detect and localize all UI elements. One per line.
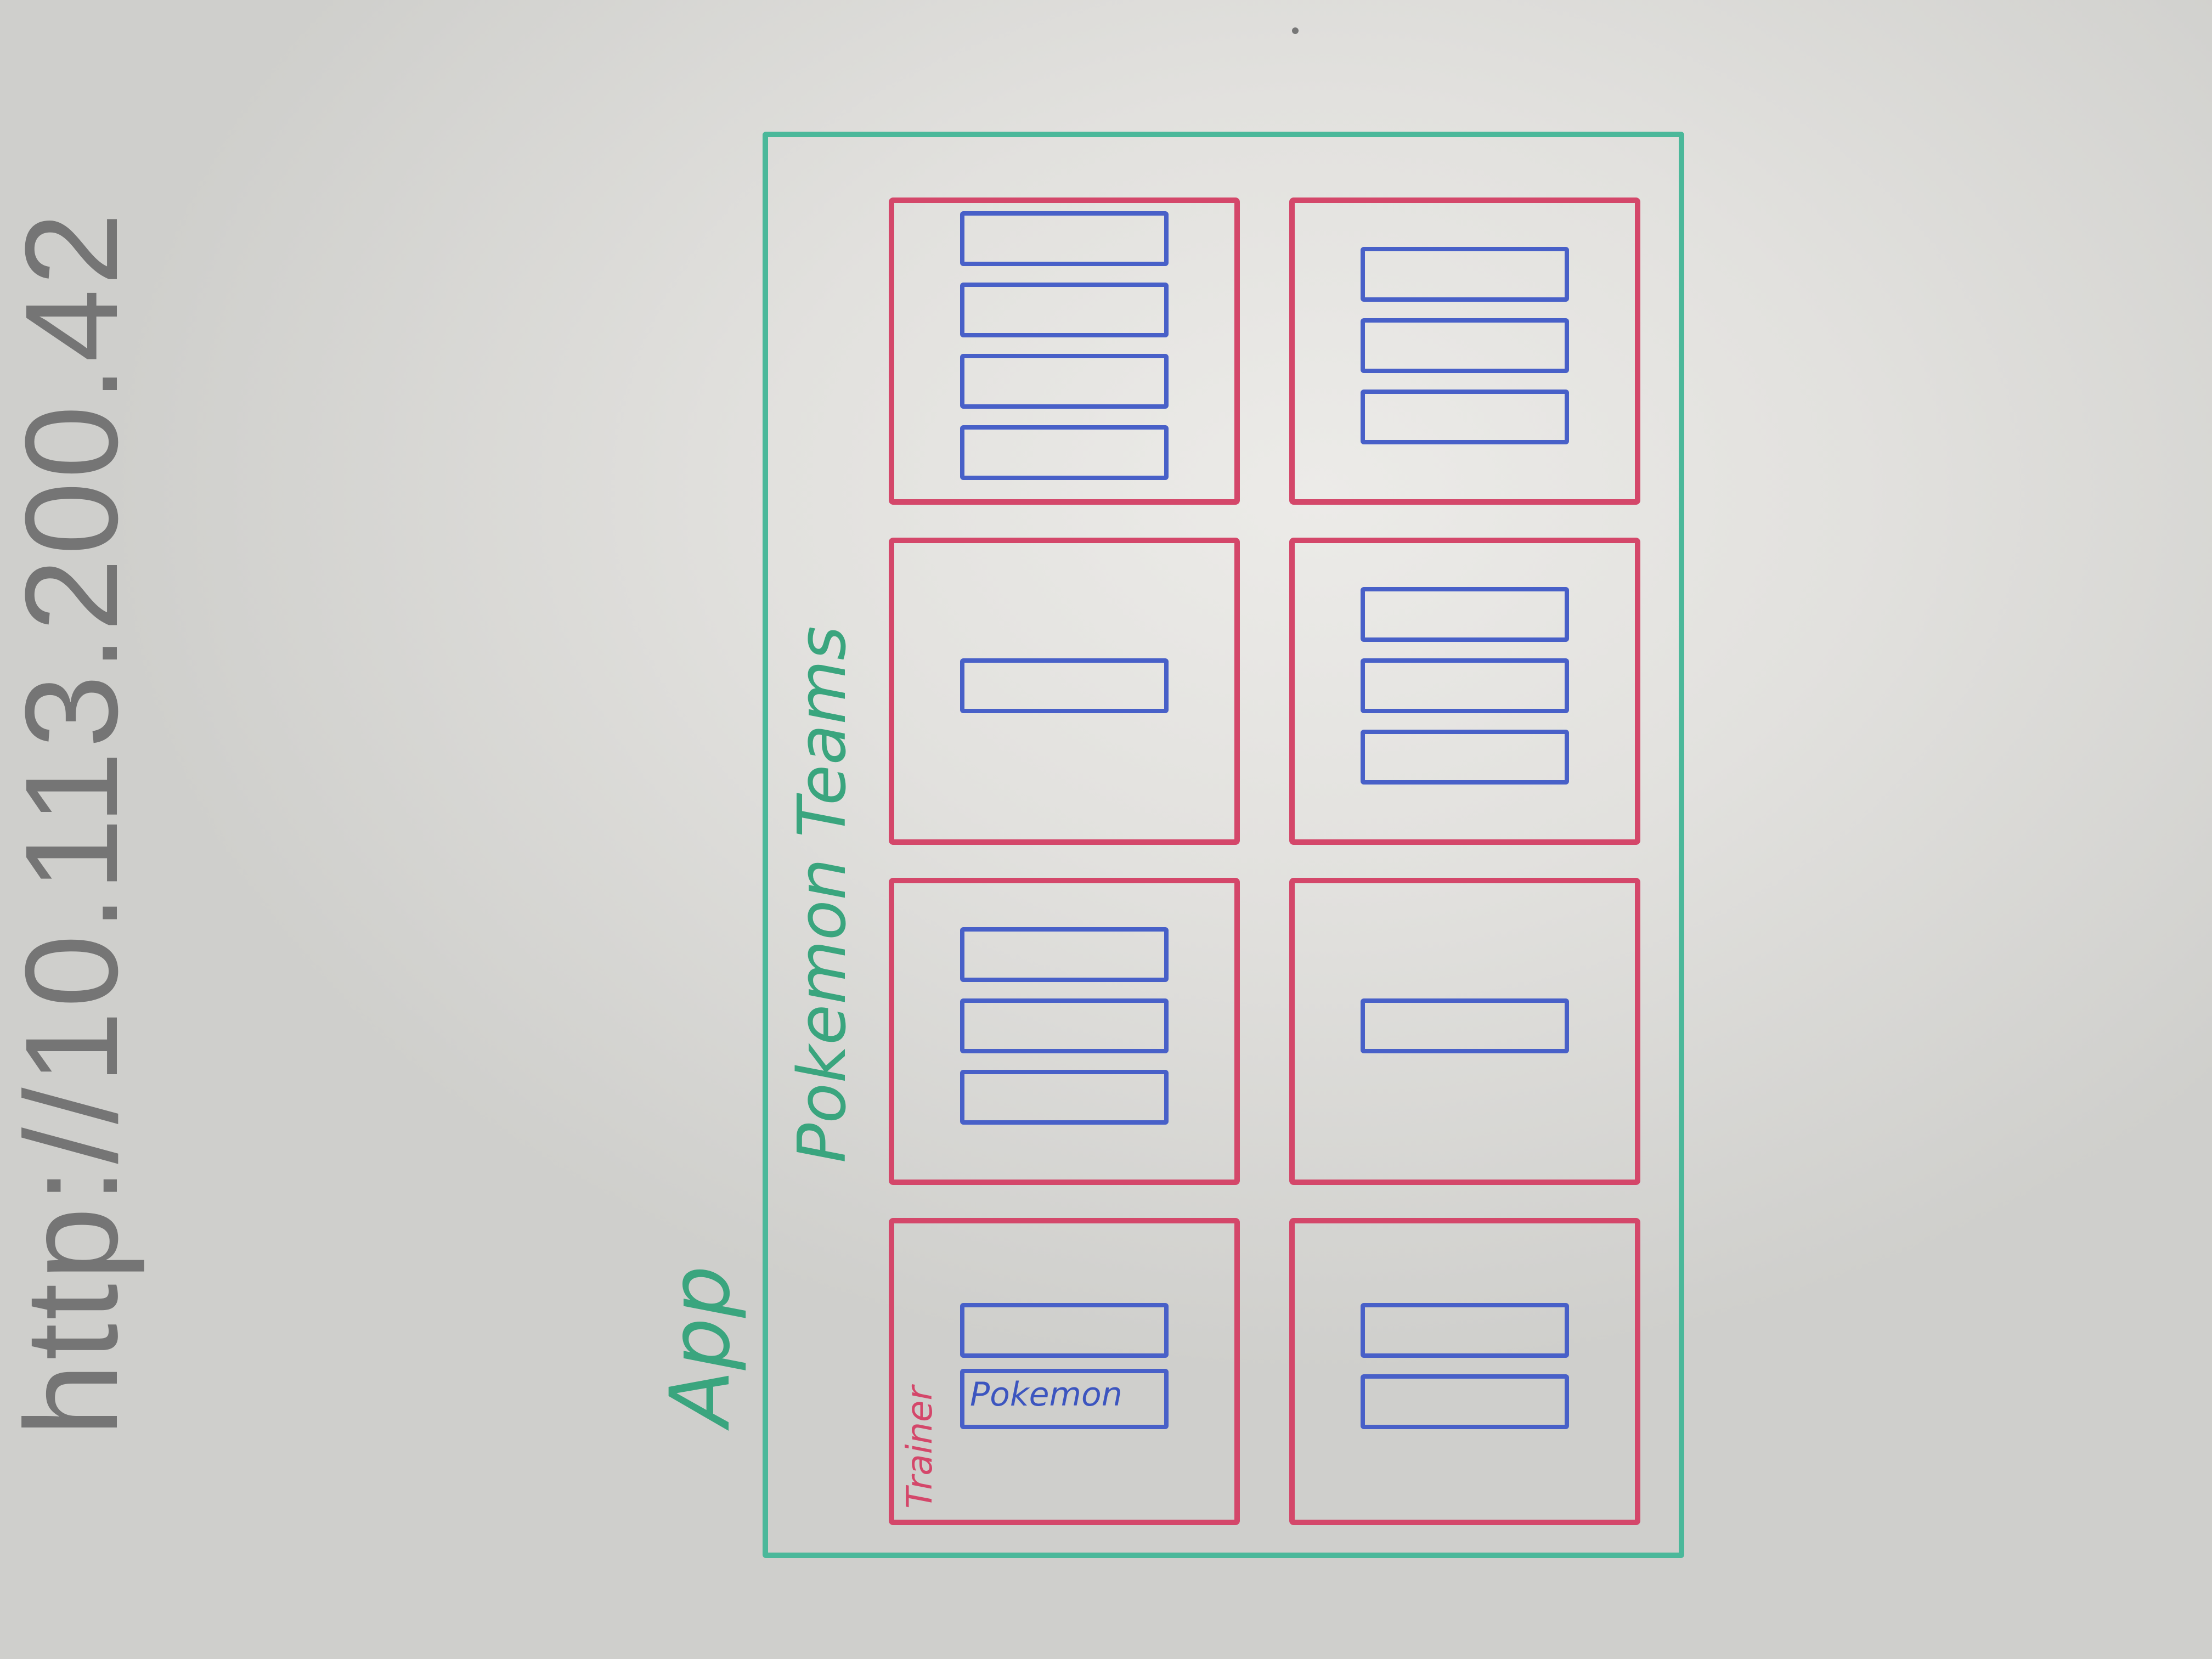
- pokemon-label: Pokemon: [970, 1375, 1122, 1414]
- app-wireframe: App Pokemon Teams Trainer Pokemon: [653, 132, 1684, 1558]
- pokemon-slot: [1361, 998, 1569, 1053]
- pokemon-slot: [1361, 587, 1569, 642]
- pokemon-slot: [960, 927, 1169, 982]
- pokemon-slot: [960, 211, 1169, 266]
- pokemon-slot: [1361, 658, 1569, 713]
- pokemon-slot: [1361, 1374, 1569, 1429]
- pokemon-slot: [1361, 247, 1569, 302]
- pokemon-slot: [960, 283, 1169, 337]
- pokemon-slot: [1361, 318, 1569, 373]
- trainer-card: [1289, 1218, 1640, 1525]
- url-text: http://10.113.200.42: [0, 209, 145, 1437]
- trainer-card: Trainer Pokemon: [889, 1218, 1240, 1525]
- marker-dot: [1292, 27, 1299, 34]
- app-label: App: [653, 1265, 748, 1426]
- trainer-card: [889, 538, 1240, 845]
- pokemon-slot: [960, 658, 1169, 713]
- trainer-card: [1289, 538, 1640, 845]
- trainer-card: [1289, 198, 1640, 505]
- page-title: Pokemon Teams: [785, 626, 861, 1163]
- pokemon-slot: [960, 425, 1169, 480]
- trainer-card: [889, 198, 1240, 505]
- pokemon-slot: [1361, 730, 1569, 785]
- pokemon-slot: [960, 1303, 1169, 1358]
- pokemon-slot: [1361, 1303, 1569, 1358]
- pokemon-slot: [960, 998, 1169, 1053]
- pokemon-slot: [960, 1070, 1169, 1125]
- trainer-label: Trainer: [900, 1386, 940, 1509]
- pokemon-slot: Pokemon: [960, 1369, 1169, 1429]
- pokemon-slot: [960, 354, 1169, 409]
- trainer-card: [889, 878, 1240, 1185]
- pokemon-slot: [1361, 390, 1569, 444]
- trainer-card: [1289, 878, 1640, 1185]
